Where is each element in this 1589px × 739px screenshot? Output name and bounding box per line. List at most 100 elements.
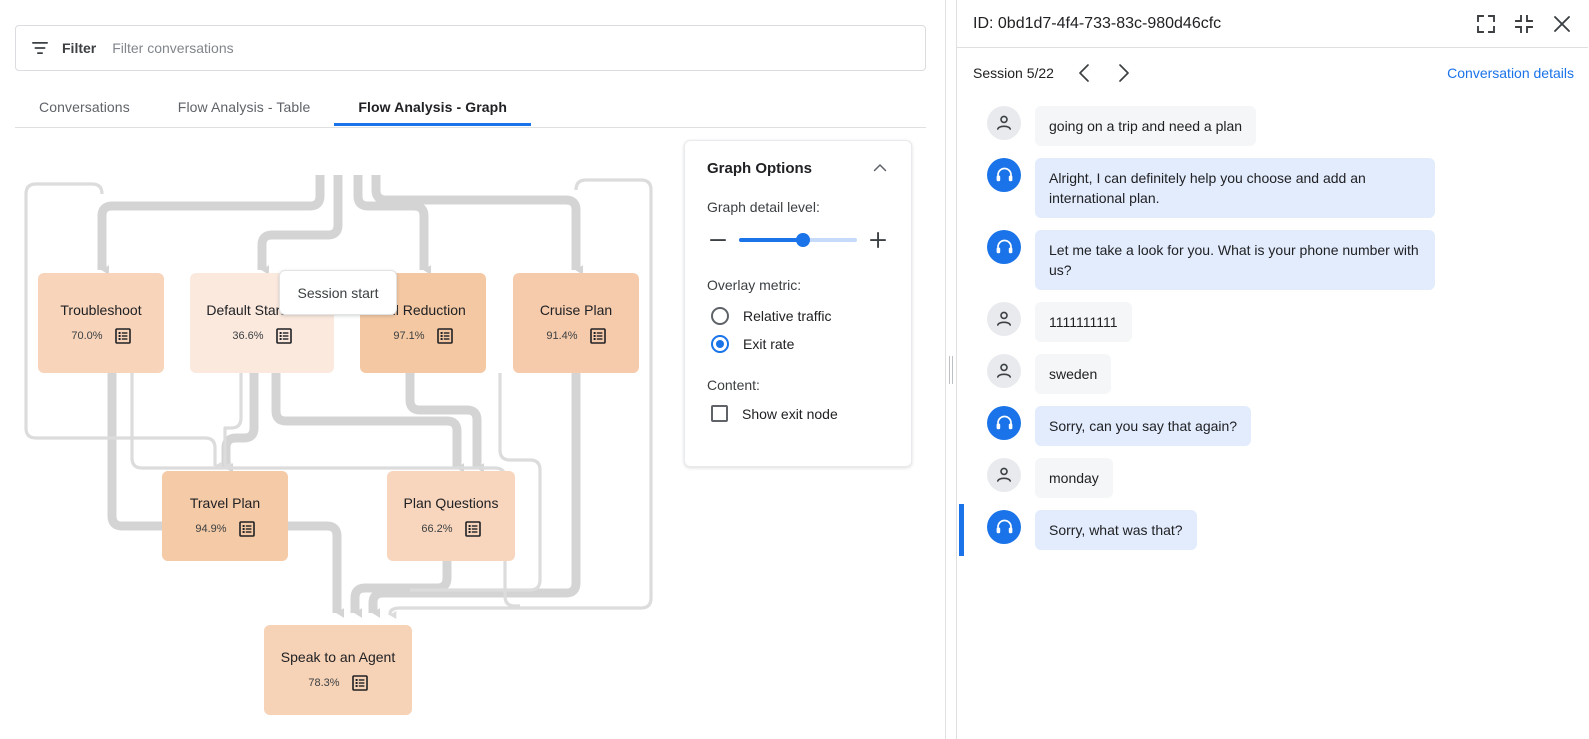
node-percent: 78.3% (308, 677, 340, 689)
node-meta: 97.1% (393, 328, 453, 344)
message-bubble: monday (1035, 458, 1113, 498)
graph-node-travel-plan[interactable]: Travel Plan 94.9% (162, 471, 288, 561)
radio-label: Exit rate (743, 336, 795, 352)
node-title: Troubleshoot (60, 302, 142, 318)
session-counter: Session 5/22 (973, 65, 1054, 81)
conversation-header: ID: 0bd1d7-4f4-733-83c-980d46cfc (957, 0, 1588, 48)
radio-label: Relative traffic (743, 308, 832, 324)
node-details-icon[interactable] (275, 328, 292, 344)
detail-slider-fill (739, 238, 803, 242)
node-title: Cruise Plan (539, 302, 613, 318)
checkbox-label: Show exit node (742, 405, 838, 422)
message-row: Let me take a look for you. What is your… (957, 224, 1588, 296)
agent-avatar-icon (987, 230, 1021, 264)
node-details-icon[interactable] (589, 328, 606, 344)
message-row: monday (957, 452, 1588, 504)
node-meta: 91.4% (546, 328, 606, 344)
node-title: Bill Reduction (380, 302, 466, 318)
plus-icon[interactable] (867, 229, 889, 251)
tab-conversations[interactable]: Conversations (39, 99, 130, 115)
tab-flow-analysis-table[interactable]: Flow Analysis - Table (177, 99, 311, 115)
filter-label: Filter (62, 40, 97, 56)
next-session-icon[interactable] (1110, 60, 1136, 86)
detail-slider-track[interactable] (739, 233, 857, 247)
graph-detail-level-slider-row[interactable] (707, 229, 889, 251)
message-row: 1111111111 (957, 296, 1588, 348)
tab-flow-analysis-graph[interactable]: Flow Analysis - Graph (334, 88, 531, 126)
user-avatar-icon (987, 106, 1021, 140)
message-row: going on a trip and need a plan (957, 100, 1588, 152)
message-bubble: going on a trip and need a plan (1035, 106, 1257, 146)
radio-relative-traffic[interactable]: Relative traffic (707, 307, 889, 325)
chevron-up-icon[interactable] (871, 159, 889, 177)
message-row-highlighted: Sorry, what was that? (957, 504, 1588, 556)
node-percent: 97.1% (393, 330, 425, 342)
message-bubble: Sorry, can you say that again? (1035, 406, 1252, 446)
node-details-icon[interactable] (436, 328, 453, 344)
message-bubble: Let me take a look for you. What is your… (1035, 230, 1435, 290)
content-group: Content: Show exit node (707, 377, 889, 422)
node-details-icon[interactable] (464, 521, 481, 537)
node-meta: 66.2% (421, 521, 481, 537)
filter-input[interactable] (110, 26, 911, 70)
agent-avatar-icon (987, 510, 1021, 544)
tab-bar: Conversations Flow Analysis - Table Flow… (15, 88, 926, 128)
conversation-id: ID: 0bd1d7-4f4-733-83c-980d46cfc (973, 14, 1222, 32)
minus-icon[interactable] (707, 229, 729, 251)
tab-divider (15, 127, 926, 128)
graph-node-plan-questions[interactable]: Plan Questions 66.2% (387, 471, 515, 561)
filter-bar[interactable]: Filter (15, 25, 926, 71)
session-start-label: Session start (297, 284, 379, 301)
message-bubble: sweden (1035, 354, 1112, 394)
graph-node-cruise-plan[interactable]: Cruise Plan 91.4% (513, 273, 639, 373)
overlay-metric-label: Overlay metric: (707, 277, 802, 293)
checkbox-icon-unchecked[interactable] (711, 405, 728, 422)
checkbox-show-exit-node[interactable]: Show exit node (707, 405, 889, 422)
node-details-icon[interactable] (238, 521, 255, 537)
flow-analysis-pane: Filter Conversations Flow Analysis - Tab… (15, 25, 926, 715)
collapse-icon[interactable] (1512, 12, 1536, 36)
user-avatar-icon (987, 458, 1021, 492)
user-avatar-icon (987, 302, 1021, 336)
message-bubble: Sorry, what was that? (1035, 510, 1197, 550)
expand-icon[interactable] (1474, 12, 1498, 36)
node-percent: 36.6% (232, 330, 264, 342)
graph-node-troubleshoot[interactable]: Troubleshoot 70.0% (38, 273, 164, 373)
node-meta: 78.3% (308, 675, 368, 691)
message-row: Sorry, can you say that again? (957, 400, 1588, 452)
node-meta: 94.9% (195, 521, 255, 537)
graph-options-title: Graph Options (707, 159, 812, 177)
message-list[interactable]: going on a trip and need a plan Alright,… (957, 98, 1588, 739)
overlay-metric-group: Overlay metric: Relative traffic Exit ra… (707, 277, 889, 353)
previous-session-icon[interactable] (1072, 60, 1098, 86)
content-label: Content: (707, 377, 760, 393)
node-title: Plan Questions (403, 495, 499, 511)
radio-icon-checked[interactable] (711, 335, 729, 353)
graph-node-speak-to-an-agent[interactable]: Speak to an Agent 78.3% (264, 625, 412, 715)
message-row: sweden (957, 348, 1588, 400)
node-details-icon[interactable] (351, 675, 368, 691)
graph-options-header: Graph Options (707, 159, 889, 177)
conversation-pane: ID: 0bd1d7-4f4-733-83c-980d46cfc Session… (957, 0, 1588, 739)
node-title: Travel Plan (189, 495, 261, 511)
message-row: Alright, I can definitely help you choos… (957, 152, 1588, 224)
close-icon[interactable] (1550, 12, 1574, 36)
pane-splitter[interactable] (945, 0, 957, 739)
agent-avatar-icon (987, 406, 1021, 440)
radio-exit-rate[interactable]: Exit rate (707, 335, 889, 353)
user-avatar-icon (987, 354, 1021, 388)
splitter-grip-icon[interactable] (949, 355, 953, 384)
graph-options-panel: Graph Options Graph detail level: (684, 140, 912, 467)
graph-node-session-start[interactable]: Session start (279, 270, 397, 315)
detail-slider-thumb[interactable] (795, 233, 810, 247)
radio-icon-unchecked[interactable] (711, 307, 729, 325)
graph-detail-level-label: Graph detail level: (707, 199, 820, 215)
node-meta: 36.6% (232, 328, 292, 344)
node-percent: 94.9% (195, 523, 227, 535)
conversation-details-link[interactable]: Conversation details (1447, 65, 1574, 81)
message-bubble: 1111111111 (1035, 302, 1132, 342)
flow-edges (24, 175, 653, 619)
message-bubble: Alright, I can definitely help you choos… (1035, 158, 1435, 218)
node-percent: 91.4% (546, 330, 578, 342)
node-details-icon[interactable] (114, 328, 131, 344)
